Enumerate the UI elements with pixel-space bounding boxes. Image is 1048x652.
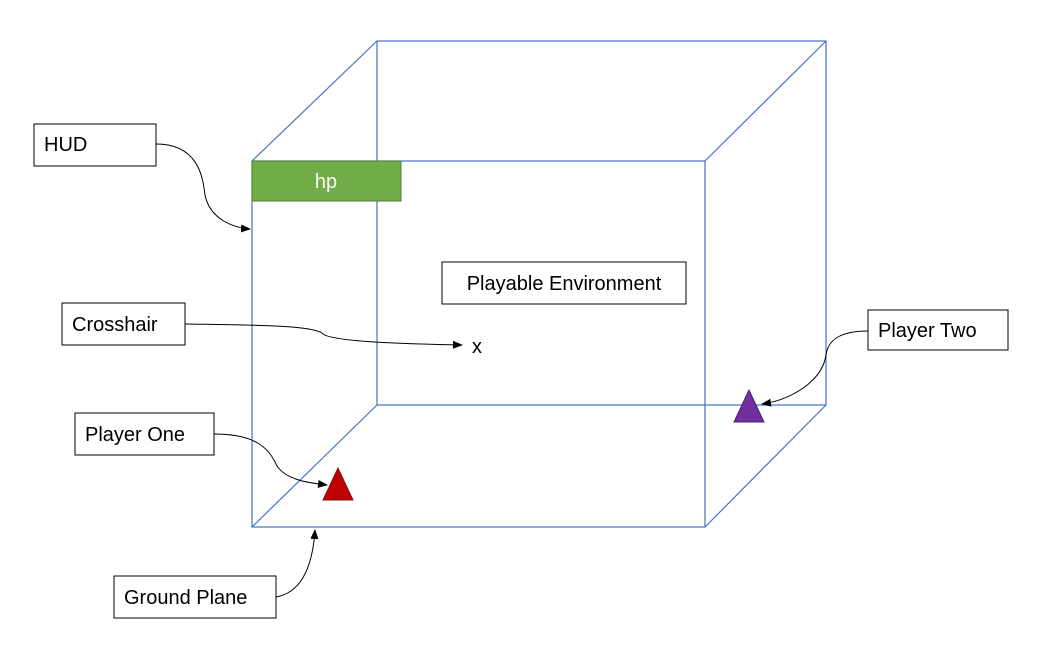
hud-hp-bar: hp [251,160,402,202]
label-player-one: Player One [74,412,215,456]
label-ground-plane-text: Ground Plane [124,587,247,609]
hud-connector [155,143,251,233]
environment-label-frame [441,261,687,305]
label-crosshair-frame [61,302,186,346]
environment-cube [251,40,827,528]
environment-label: Playable Environment [467,273,662,295]
cube-edge-bottom-left [251,404,378,528]
label-player-two: Player Two [867,309,1009,351]
environment-label-box: Playable Environment [441,261,687,305]
label-ground-plane-frame [113,575,277,619]
label-hud: HUD [33,123,157,167]
label-hud-text: HUD [44,134,87,156]
label-hud-frame [33,123,157,167]
player-two-connector [761,330,869,407]
cube-back-face [376,40,827,406]
player-two-marker [733,388,765,423]
label-player-two-text: Player Two [878,320,977,342]
hp-bar-text: hp [315,171,337,193]
cube-front-face [251,160,706,528]
crosshair-connector [184,323,463,349]
label-crosshair-text: Crosshair [72,314,158,336]
label-player-two-frame [867,309,1009,351]
player-one-connector [213,433,328,488]
cube-edge-bottom-right [704,404,827,528]
label-player-one-text: Player One [85,424,185,446]
cube-edge-top-left [251,40,378,162]
label-player-one-frame [74,412,215,456]
callout-connectors [155,143,869,598]
cube-edge-top-right [704,40,827,162]
label-ground-plane: Ground Plane [113,575,277,619]
player-one-marker [322,466,354,501]
crosshair-mark: x [472,336,482,358]
hp-bar-fill [251,160,402,202]
label-crosshair: Crosshair [61,302,186,346]
ground-plane-connector [275,529,319,598]
